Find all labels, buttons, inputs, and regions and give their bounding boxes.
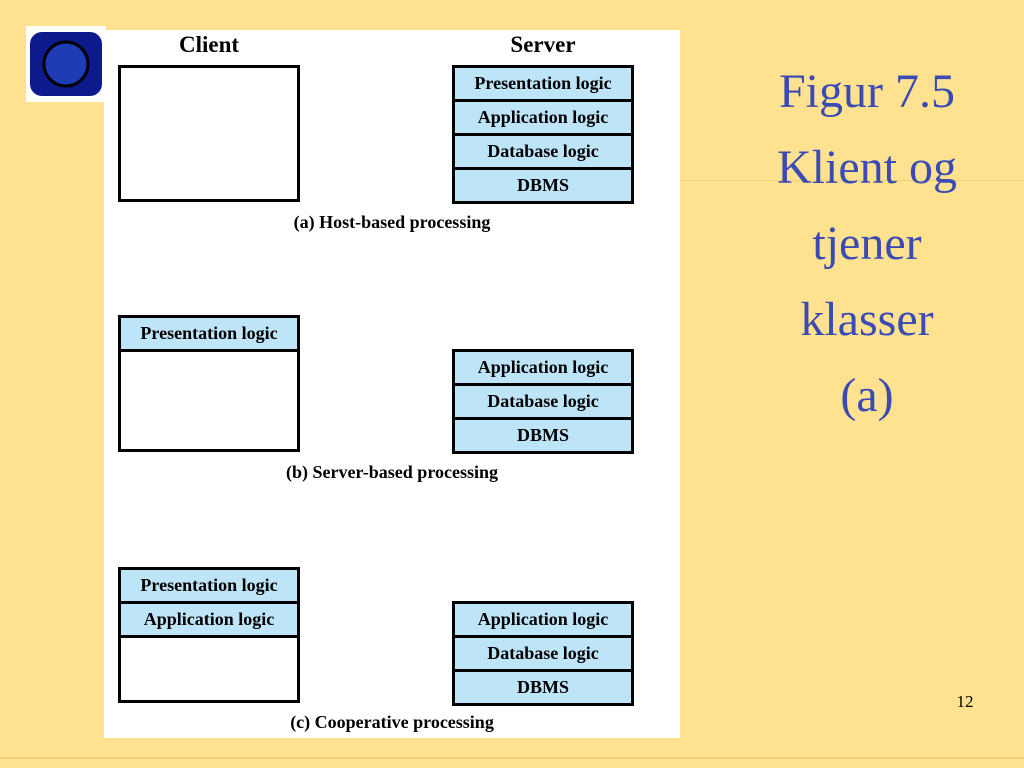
server-layer: Database logic bbox=[455, 136, 631, 170]
server-layer: Application logic bbox=[455, 102, 631, 136]
client-layer: Presentation logic bbox=[121, 570, 297, 604]
server-layer: DBMS bbox=[455, 170, 631, 204]
panel-a-server-stack: Presentation logic Application logic Dat… bbox=[452, 65, 634, 204]
server-layer: Presentation logic bbox=[455, 68, 631, 102]
title-line: (a) bbox=[840, 369, 894, 422]
title-line: Figur 7.5 bbox=[778, 65, 955, 118]
panel-a-caption: (a) Host-based processing bbox=[293, 212, 491, 232]
server-layer: DBMS bbox=[455, 420, 631, 454]
panel-b-server-stack: Application logic Database logic DBMS bbox=[452, 349, 634, 454]
server-layer: DBMS bbox=[455, 672, 631, 706]
server-layer: Database logic bbox=[455, 638, 631, 672]
panel-c-client-stack: Presentation logic Application logic bbox=[118, 567, 300, 638]
title-line: Klient og bbox=[777, 141, 957, 194]
server-layer: Application logic bbox=[455, 604, 631, 638]
server-heading: Server bbox=[510, 32, 576, 57]
client-layer: Presentation logic bbox=[121, 318, 297, 352]
panel-c-client-box bbox=[118, 635, 300, 703]
panel-b-client-stack: Presentation logic bbox=[118, 315, 300, 352]
panel-b-caption: (b) Server-based processing bbox=[286, 462, 498, 482]
panel-c-server-stack: Application logic Database logic DBMS bbox=[452, 601, 634, 706]
panel-a-client-box bbox=[118, 65, 300, 202]
panel-b-client-box bbox=[118, 349, 300, 452]
logo bbox=[26, 26, 106, 102]
circle-logo-icon bbox=[30, 32, 102, 96]
client-heading: Client bbox=[178, 32, 240, 57]
client-layer: Application logic bbox=[121, 604, 297, 638]
client-server-figure: Client Server Presentation logic Applica… bbox=[104, 30, 680, 738]
slide-title: Figur 7.5 Klient og tjener klasser (a) bbox=[732, 54, 1002, 434]
divider-line bbox=[680, 180, 1024, 181]
server-layer: Application logic bbox=[455, 352, 631, 386]
panel-c-caption: (c) Cooperative processing bbox=[290, 712, 494, 732]
title-line: klasser bbox=[800, 293, 934, 346]
title-line: tjener bbox=[812, 217, 922, 270]
server-layer: Database logic bbox=[455, 386, 631, 420]
page-number: 12 bbox=[956, 692, 974, 711]
bottom-line bbox=[0, 757, 1024, 759]
